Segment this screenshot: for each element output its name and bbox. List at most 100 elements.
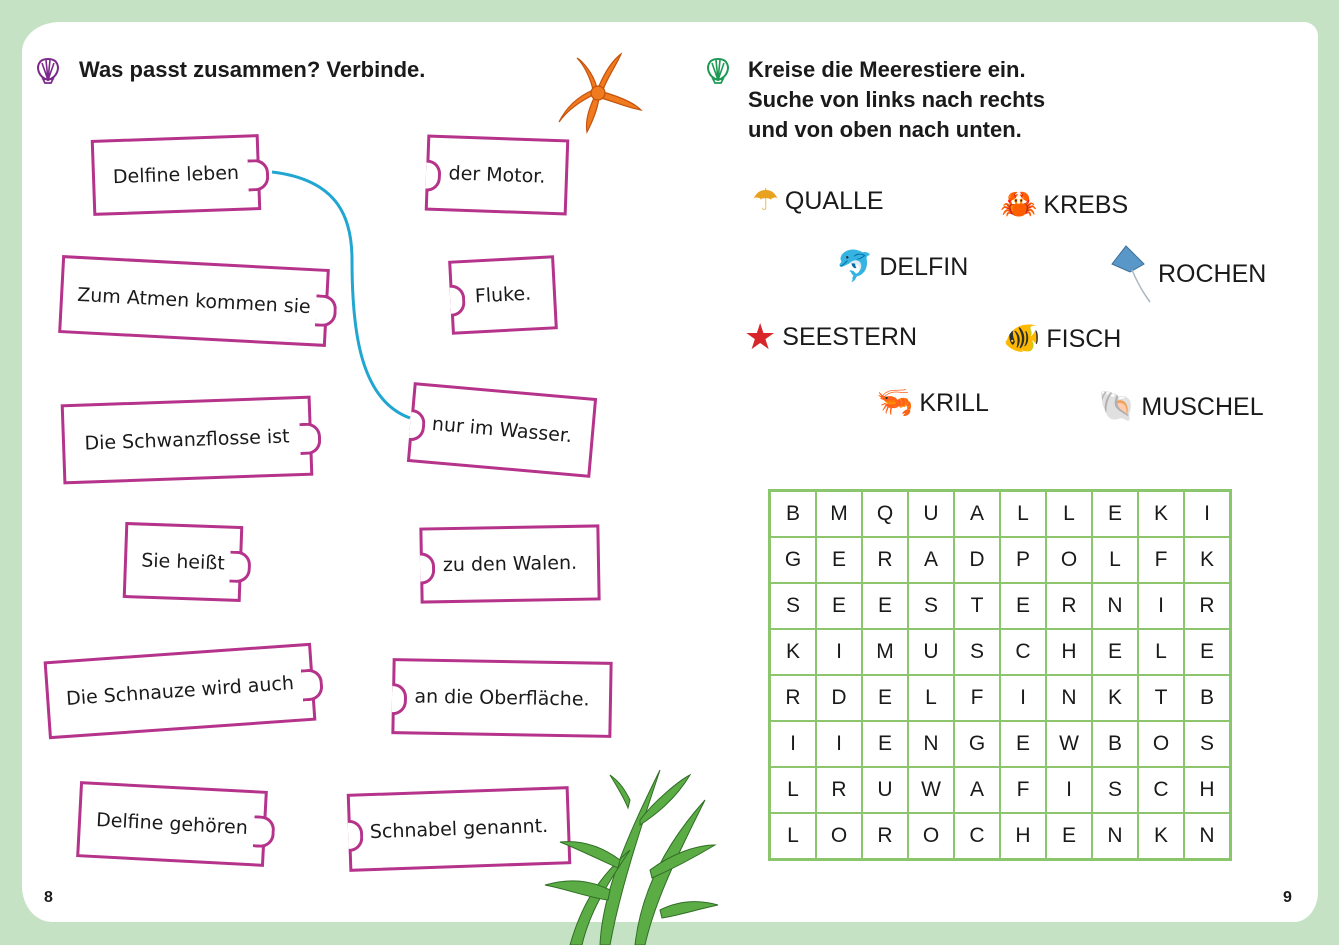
grid-cell[interactable]: B <box>770 491 816 537</box>
animal-qualle: ☂ QUALLE <box>752 184 884 217</box>
grid-cell[interactable]: L <box>1000 491 1046 537</box>
sentence-end-piece[interactable]: Schnabel genannt. <box>346 786 572 872</box>
grid-cell[interactable]: E <box>862 675 908 721</box>
grid-cell[interactable]: F <box>1000 767 1046 813</box>
grid-cell[interactable]: I <box>770 721 816 767</box>
sentence-start-piece[interactable]: Delfine leben <box>90 134 262 216</box>
grid-cell[interactable]: Q <box>862 491 908 537</box>
grid-cell[interactable]: L <box>770 813 816 859</box>
grid-cell[interactable]: K <box>1092 675 1138 721</box>
grid-cell[interactable]: I <box>1046 767 1092 813</box>
task-title-match: Was passt zusammen? Verbinde. <box>79 57 426 82</box>
grid-cell[interactable]: O <box>1138 721 1184 767</box>
grid-cell[interactable]: E <box>1000 721 1046 767</box>
grid-cell[interactable]: M <box>862 629 908 675</box>
grid-cell[interactable]: E <box>816 537 862 583</box>
grid-cell[interactable]: W <box>1046 721 1092 767</box>
grid-cell[interactable]: D <box>816 675 862 721</box>
sentence-end-piece[interactable]: Fluke. <box>448 255 558 335</box>
grid-cell[interactable]: B <box>1092 721 1138 767</box>
clownfish-icon: 🐠 <box>1003 322 1041 355</box>
grid-cell[interactable]: I <box>1000 675 1046 721</box>
grid-cell[interactable]: U <box>862 767 908 813</box>
page-number-right: 9 <box>1283 889 1292 906</box>
sentence-start-piece[interactable]: Sie heißt <box>122 521 244 603</box>
grid-cell[interactable]: C <box>1000 629 1046 675</box>
page-number-left: 8 <box>44 889 53 906</box>
grid-cell[interactable]: H <box>1000 813 1046 859</box>
grid-cell[interactable]: I <box>1138 583 1184 629</box>
grid-cell[interactable]: F <box>954 675 1000 721</box>
grid-cell[interactable]: E <box>1092 629 1138 675</box>
grid-cell[interactable]: H <box>1184 767 1230 813</box>
grid-cell[interactable]: I <box>816 629 862 675</box>
grid-cell[interactable]: L <box>1046 491 1092 537</box>
sentence-end-piece[interactable]: nur im Wasser. <box>406 382 598 478</box>
grid-cell[interactable]: P <box>1000 537 1046 583</box>
task-title-wordsearch: Kreise die Meerestiere ein. Suche von li… <box>748 57 1046 142</box>
grid-cell[interactable]: O <box>816 813 862 859</box>
grid-cell[interactable]: N <box>908 721 954 767</box>
stingray-icon <box>1111 245 1151 303</box>
grid-cell[interactable]: N <box>1092 583 1138 629</box>
grid-cell[interactable]: O <box>1046 537 1092 583</box>
grid-cell[interactable]: C <box>954 813 1000 859</box>
sentence-end-piece[interactable]: an die Oberfläche. <box>391 658 613 738</box>
grid-cell[interactable]: E <box>862 721 908 767</box>
grid-cell[interactable]: S <box>908 583 954 629</box>
grid-cell[interactable]: K <box>1138 491 1184 537</box>
grid-cell[interactable]: B <box>1184 675 1230 721</box>
grid-cell[interactable]: L <box>770 767 816 813</box>
grid-cell[interactable]: R <box>862 537 908 583</box>
grid-cell[interactable]: L <box>1092 537 1138 583</box>
grid-cell[interactable]: O <box>908 813 954 859</box>
grid-cell[interactable]: C <box>1138 767 1184 813</box>
grid-cell[interactable]: U <box>908 629 954 675</box>
grid-cell[interactable]: H <box>1046 629 1092 675</box>
grid-cell[interactable]: N <box>1046 675 1092 721</box>
grid-cell[interactable]: R <box>1184 583 1230 629</box>
grid-cell[interactable]: I <box>1184 491 1230 537</box>
grid-cell[interactable]: R <box>1046 583 1092 629</box>
grid-cell[interactable]: E <box>1184 629 1230 675</box>
sentence-end-piece[interactable]: der Motor. <box>424 134 570 216</box>
grid-cell[interactable]: K <box>1138 813 1184 859</box>
grid-cell[interactable]: S <box>1092 767 1138 813</box>
grid-cell[interactable]: I <box>816 721 862 767</box>
grid-cell[interactable]: T <box>954 583 1000 629</box>
grid-cell[interactable]: S <box>954 629 1000 675</box>
grid-cell[interactable]: E <box>1000 583 1046 629</box>
sentence-start-piece[interactable]: Die Schwanzflosse ist <box>60 395 314 485</box>
grid-cell[interactable]: G <box>954 721 1000 767</box>
grid-cell[interactable]: G <box>770 537 816 583</box>
grid-cell[interactable]: E <box>816 583 862 629</box>
grid-cell[interactable]: N <box>1092 813 1138 859</box>
grid-cell[interactable]: R <box>862 813 908 859</box>
grid-cell[interactable]: R <box>770 675 816 721</box>
grid-cell[interactable]: E <box>862 583 908 629</box>
grid-cell[interactable]: E <box>1046 813 1092 859</box>
grid-cell[interactable]: E <box>1092 491 1138 537</box>
grid-cell[interactable]: S <box>1184 721 1230 767</box>
sentence-start-piece[interactable]: Delfine gehören <box>76 781 268 867</box>
sentence-end-piece[interactable]: zu den Walen. <box>419 524 601 604</box>
grid-cell[interactable]: K <box>770 629 816 675</box>
grid-cell[interactable]: A <box>908 537 954 583</box>
sentence-start-piece[interactable]: Zum Atmen kommen sie <box>58 255 330 347</box>
grid-cell[interactable]: N <box>1184 813 1230 859</box>
grid-cell[interactable]: M <box>816 491 862 537</box>
grid-cell[interactable]: A <box>954 491 1000 537</box>
grid-cell[interactable]: D <box>954 537 1000 583</box>
grid-cell[interactable]: A <box>954 767 1000 813</box>
animal-krill: 🦐 KRILL <box>876 386 989 419</box>
grid-cell[interactable]: L <box>1138 629 1184 675</box>
grid-cell[interactable]: F <box>1138 537 1184 583</box>
grid-cell[interactable]: T <box>1138 675 1184 721</box>
grid-cell[interactable]: W <box>908 767 954 813</box>
grid-cell[interactable]: L <box>908 675 954 721</box>
grid-cell[interactable]: S <box>770 583 816 629</box>
grid-cell[interactable]: U <box>908 491 954 537</box>
grid-cell[interactable]: R <box>816 767 862 813</box>
grid-cell[interactable]: K <box>1184 537 1230 583</box>
